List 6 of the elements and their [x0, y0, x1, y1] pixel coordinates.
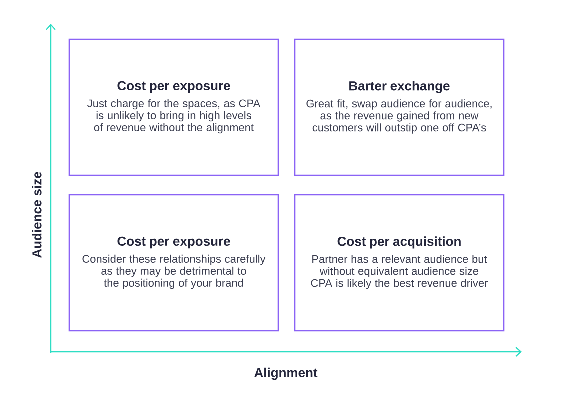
quadrant-box: Cost per acquisition Partner has a relevant audience but without equivalent audience size CPA is likely the best revenue driver — [294, 194, 505, 332]
quadrant-box: Barter exchange Great fit, swap audience for audience, as the revenue gained from new customers will outstip one off CPA’s — [294, 38, 505, 176]
axis-label: Alignment — [254, 368, 318, 380]
quadrant-box: Cost per exposure Consider these relationships carefully as they may be detrimental to the positioning of your brand — [68, 194, 280, 332]
quadrant-box: Cost per exposure Just charge for the spaces, as CPA is unlikely to bring in high levels of revenue without the alignment — [68, 38, 280, 176]
axis-label: Audience size — [32, 172, 42, 258]
